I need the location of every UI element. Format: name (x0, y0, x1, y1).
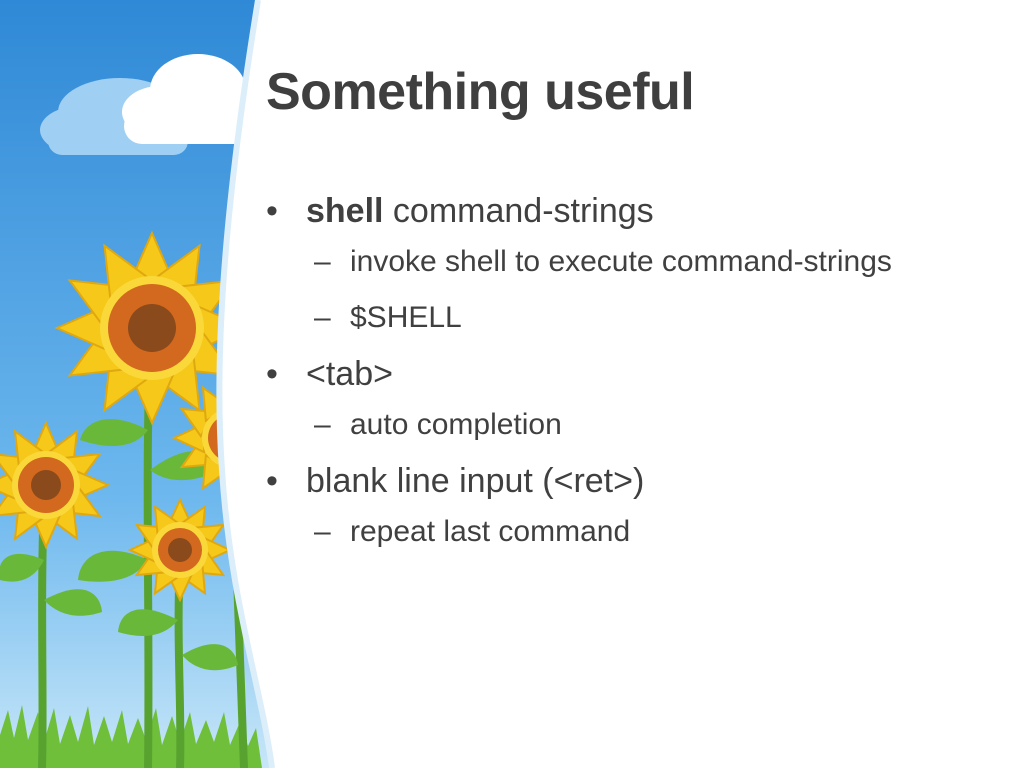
slide-content: Something useful • shell command-strings… (266, 0, 1006, 768)
bullet-item-tab: • <tab> (266, 351, 986, 397)
slide-title: Something useful (266, 63, 695, 121)
bullet-item-blank-line: • blank line input (<ret>) (266, 458, 986, 504)
bullet-text: <tab> (306, 355, 393, 393)
sunflower-large (54, 230, 250, 426)
bullet-text: blank line input (<ret>) (306, 462, 645, 500)
bullet-list: • shell command-strings – invoke shell t… (266, 188, 986, 565)
dash-icon: – (314, 515, 331, 548)
dash-icon: – (314, 301, 331, 334)
sunflower-illustration (0, 0, 290, 768)
dash-icon: – (314, 245, 331, 278)
sub-bullet-text: invoke shell to execute command-strings (350, 245, 892, 278)
sub-bullet-item: – auto completion (266, 402, 910, 448)
dash-icon: – (314, 408, 331, 441)
bullet-item-shell: • shell command-strings (266, 188, 986, 234)
sub-bullet-item: – $SHELL (266, 295, 910, 341)
sub-bullet-item: – repeat last command (266, 509, 910, 555)
bullet-icon: • (266, 462, 278, 500)
sub-bullet-text: repeat last command (350, 515, 631, 548)
bullet-icon: • (266, 355, 278, 393)
bullet-bold-text: shell (306, 192, 384, 230)
sub-bullet-text: auto completion (350, 408, 562, 441)
bullet-text: command-strings (383, 192, 654, 230)
cloud-front (122, 54, 259, 144)
sunflower-scene (0, 0, 290, 768)
sub-bullet-text: $SHELL (350, 301, 462, 334)
grass (0, 705, 262, 768)
sunflower-left (0, 420, 111, 550)
sub-bullet-item: – invoke shell to execute command-string… (266, 239, 910, 285)
sunflower-small (127, 497, 233, 603)
bullet-icon: • (266, 192, 278, 230)
wave-edge-highlight (216, 0, 275, 768)
